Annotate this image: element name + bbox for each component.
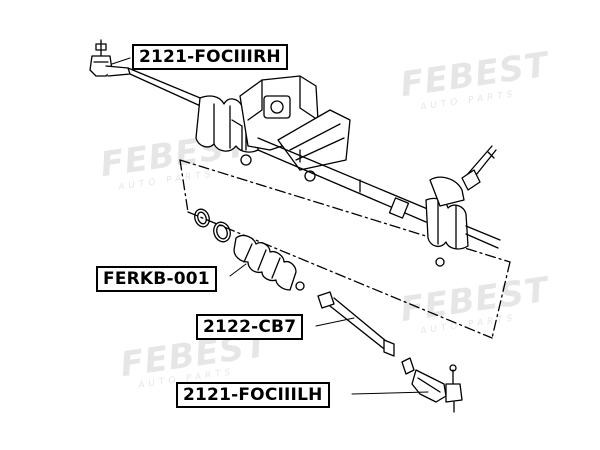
boot-clamps (194, 208, 231, 243)
tie-rod-end-lh (411, 364, 463, 413)
rack-tube (257, 137, 431, 223)
part-number-outer-tie-rod-rh: 2121-FOCIIIRH (132, 44, 288, 70)
steering-gear-housing (231, 75, 351, 182)
rack-boot-right (425, 176, 469, 250)
inner-tie-rod (295, 281, 395, 357)
jam-nut (401, 357, 415, 375)
rack-end-right (435, 225, 501, 267)
pinion-shaft (461, 145, 497, 191)
part-number-rack-boot: FERKB-001 (96, 266, 217, 292)
part-number-inner-tie-rod: 2122-CB7 (196, 314, 304, 340)
leader-lines (111, 57, 429, 395)
tie-rod-end-rh (89, 39, 206, 109)
part-number-outer-tie-rod-lh: 2121-FOCIIILH (176, 382, 330, 408)
rack-boot-exploded (233, 234, 297, 291)
